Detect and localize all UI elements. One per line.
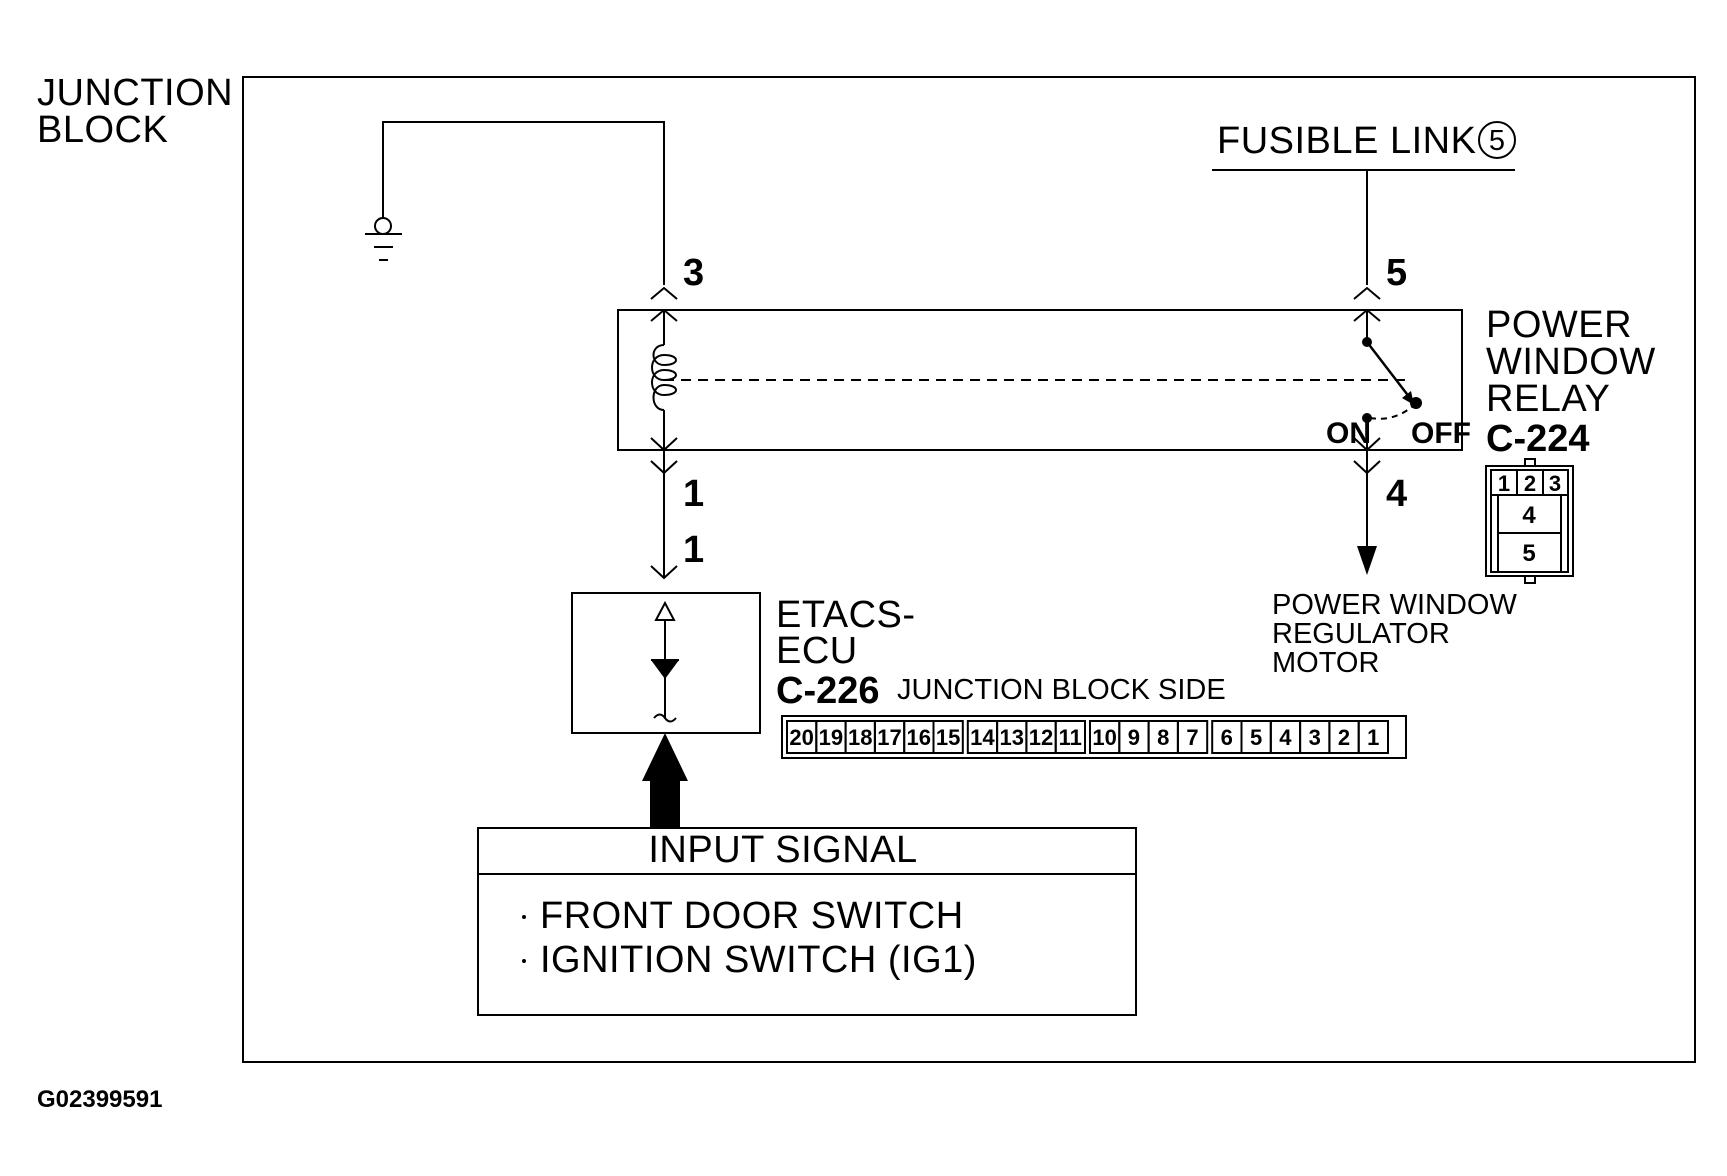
fusible-link: FUSIBLE LINK 5 (1212, 120, 1516, 285)
ecu-connector-cell-label: 13 (999, 725, 1023, 750)
figure-id: G02399591 (37, 1086, 162, 1113)
relay-label-line3: RELAY (1486, 378, 1610, 420)
relay-connector-cell-1: 1 (1498, 471, 1510, 496)
ground-terminal (374, 217, 392, 235)
relay-connector-cell-5: 5 (1522, 540, 1535, 567)
ecu-connector-cell-label: 11 (1059, 725, 1082, 750)
etacs-ecu (571, 592, 761, 734)
ecu-connector-cell-label: 16 (907, 725, 931, 750)
relay-pin-4-label: 4 (1386, 473, 1407, 515)
ecu-tilde-icon (653, 713, 677, 723)
ecu-connector-cell-label: 7 (1186, 725, 1198, 750)
motor-label: POWER WINDOW REGULATOR MOTOR (1272, 589, 1517, 679)
relay-pin-3: 3 (683, 252, 704, 294)
fusible-link-number-circle (1478, 121, 1516, 159)
ecu-connector-cell-label: 15 (936, 725, 960, 750)
ecu-connector-cell-label: 14 (970, 725, 995, 750)
ecu-connector-cell-label: 4 (1279, 725, 1292, 750)
ecu-label-line2: ECU (776, 630, 858, 672)
ecu-connector-cell-label: 9 (1128, 725, 1140, 750)
relay-label-line2: WINDOW (1486, 341, 1656, 383)
ecu-connector-id: C-226 (776, 670, 880, 712)
relay-connector-cell-3: 3 (1549, 471, 1561, 496)
junction-block-label-line2: BLOCK (37, 109, 168, 151)
ecu-label: ETACS- ECU C-226 JUNCTION BLOCK SIDE (776, 594, 1226, 712)
relay-connector-cell-2: 2 (1524, 471, 1536, 496)
ecu-connector-cell-label: 8 (1157, 725, 1169, 750)
ecu-connector-cell (1054, 720, 1086, 754)
relay-body (617, 309, 1463, 451)
relay-label-line1: POWER (1486, 304, 1632, 346)
relay-connector-tab-bottom (1524, 575, 1536, 584)
junction-block-label: JUNCTION BLOCK (37, 72, 233, 151)
input-signal-box: INPUT SIGNAL FRONT DOOR SWITCH IGNITION … (477, 827, 1137, 1016)
ecu-label-line1: ETACS- (776, 594, 916, 636)
relay-on-label: ON (1326, 417, 1371, 450)
ecu-connector-cell-label: 17 (877, 725, 901, 750)
relay-pin-3-connector-mark (650, 286, 678, 300)
input-signal-item-1: FRONT DOOR SWITCH (540, 895, 964, 937)
ecu-connector-cell (1357, 720, 1389, 754)
ground-wire (382, 121, 665, 285)
ecu-connector-side-label: JUNCTION BLOCK SIDE (897, 674, 1226, 706)
ecu-connector-cell-label: 12 (1029, 725, 1053, 750)
relay-connector-id: C-224 (1486, 418, 1590, 460)
input-signal-title: INPUT SIGNAL (648, 829, 917, 871)
relay-coil (651, 344, 677, 411)
input-signal-bullet-1 (522, 915, 526, 919)
ecu-connector-cell-label: 6 (1221, 725, 1233, 750)
relay-connector-cell-4: 4 (1522, 502, 1536, 529)
relay-contact-dashed-link (1369, 404, 1415, 420)
ecu-pin-1-connector-mark (650, 565, 678, 580)
ecu-connector-cell-label: 1 (1367, 725, 1379, 750)
ecu-connector-cell-label: 19 (819, 725, 843, 750)
ecu-input-arrow-icon (654, 600, 676, 621)
relay-label: POWER WINDOW RELAY C-224 (1486, 304, 1656, 460)
input-signal-bullet-2 (522, 959, 526, 963)
relay-pin-5-connector-mark (1353, 286, 1381, 300)
ecu-connector-cell-label: 18 (848, 725, 872, 750)
junction-block-frame (242, 76, 1696, 1063)
motor-label-line3: MOTOR (1272, 647, 1379, 679)
ground-circuit (365, 121, 665, 285)
relay-switch-blade (1366, 341, 1411, 399)
ecu-body (571, 592, 761, 734)
fusible-link-number: 5 (1489, 125, 1505, 157)
relay-pin-1-label: 1 (683, 473, 704, 515)
relay-pin-5: 5 (1386, 252, 1407, 294)
fusible-link-label: FUSIBLE LINK (1217, 120, 1476, 162)
ecu-connector-cell-label: 3 (1309, 725, 1321, 750)
relay-off-label: OFF (1411, 417, 1471, 450)
motor-label-line1: POWER WINDOW (1272, 589, 1517, 621)
ecu-connector-outer (781, 715, 1407, 759)
motor-label-line2: REGULATOR (1272, 618, 1450, 650)
ecu-diode-icon (651, 660, 679, 679)
ecu-connector-cell-label: 2 (1338, 725, 1350, 750)
ecu-connector-cell-label: 20 (789, 725, 813, 750)
input-signal-frame (477, 827, 1137, 1016)
junction-block-label-line1: JUNCTION (37, 72, 233, 114)
power-window-relay: ON OFF (617, 308, 1471, 452)
motor-arrow-icon (1357, 546, 1377, 575)
ecu-connector-cell (932, 720, 964, 754)
ecu-connector-cell-label: 10 (1092, 725, 1116, 750)
ecu-connector-cell-label: 5 (1250, 725, 1262, 750)
relay-to-motor-wire: 4 (1353, 450, 1407, 575)
relay-connector-tab-top (1524, 458, 1536, 467)
ecu-connector-cell (1176, 720, 1209, 754)
input-signal-item-2: IGNITION SWITCH (IG1) (540, 939, 977, 981)
ecu-pin-1-label: 1 (683, 529, 704, 571)
relay-connector-face: 1 2 3 4 5 (1485, 458, 1574, 584)
input-signal-arrow-icon (642, 733, 688, 828)
relay-to-ecu-wire: 1 1 (650, 450, 704, 580)
